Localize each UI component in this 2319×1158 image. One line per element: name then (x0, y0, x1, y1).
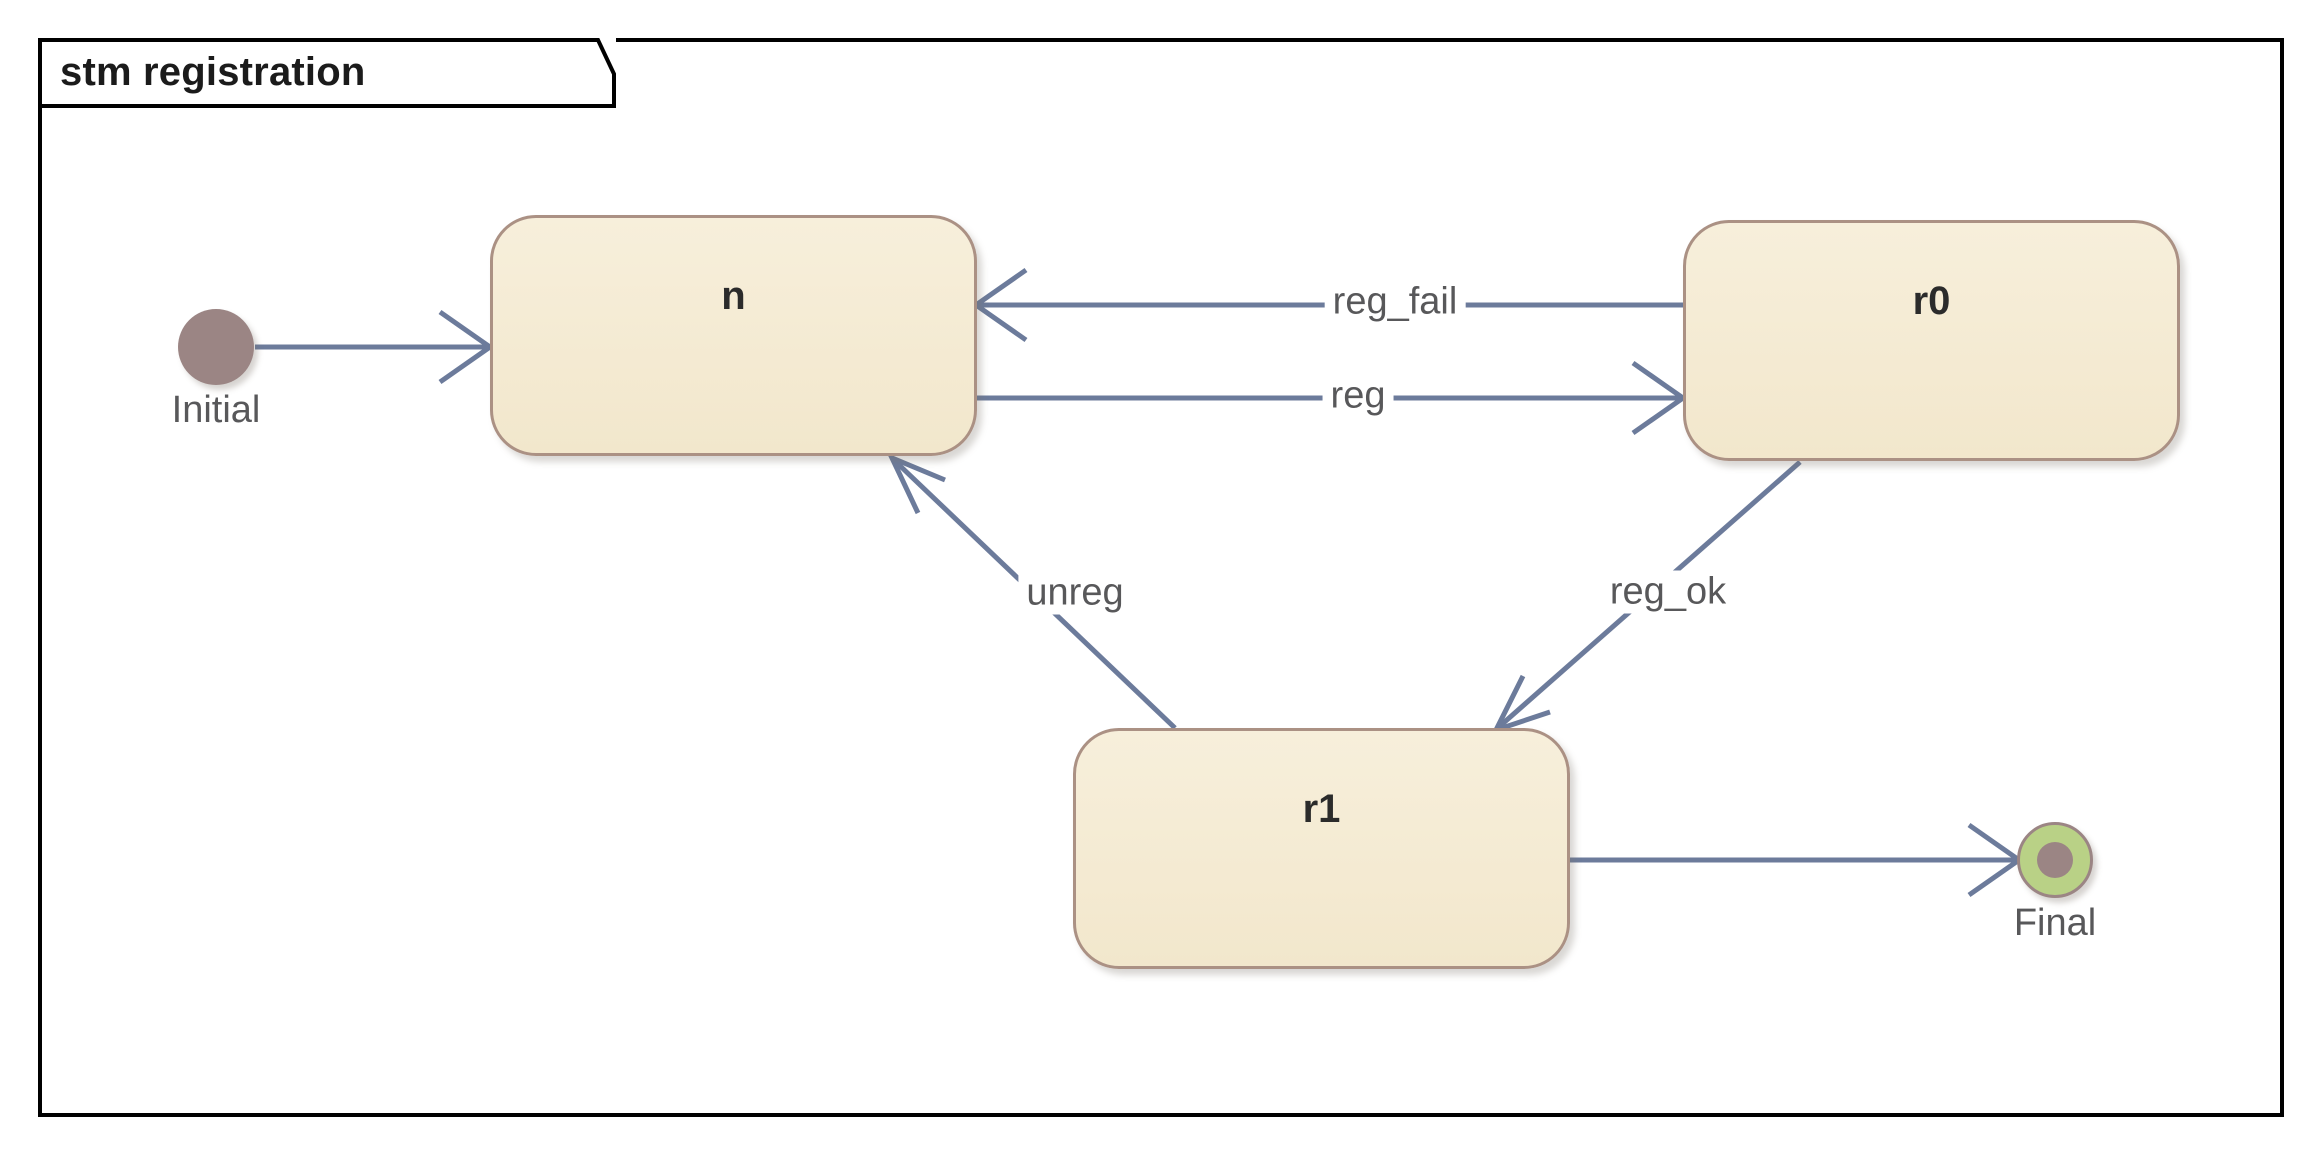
transition-label-reg-ok: reg_ok (1601, 570, 1735, 614)
state-n[interactable]: n (490, 215, 977, 456)
diagram-frame (38, 38, 2284, 1117)
final-state-inner-dot (2037, 842, 2073, 878)
state-r0-label: r0 (1912, 279, 1951, 323)
state-n-label: n (721, 274, 746, 318)
frame-title: stm registration (60, 50, 366, 94)
initial-state-label: Initial (171, 389, 261, 431)
transition-label-reg: reg (1322, 374, 1394, 418)
transition-label-unreg: unreg (1018, 571, 1132, 615)
initial-state-icon (178, 309, 254, 385)
state-r1-label: r1 (1302, 787, 1341, 831)
state-r0[interactable]: r0 (1683, 220, 2180, 461)
state-r1[interactable]: r1 (1073, 728, 1570, 969)
final-state-icon (2017, 822, 2093, 898)
frame-name-tab: stm registration (38, 38, 616, 108)
final-state-node[interactable]: Final (2014, 822, 2096, 944)
frame-tab-shape (38, 38, 616, 108)
initial-state-node[interactable]: Initial (172, 309, 260, 431)
transition-label-reg-fail: reg_fail (1324, 280, 1466, 324)
final-state-label: Final (2013, 902, 2097, 944)
